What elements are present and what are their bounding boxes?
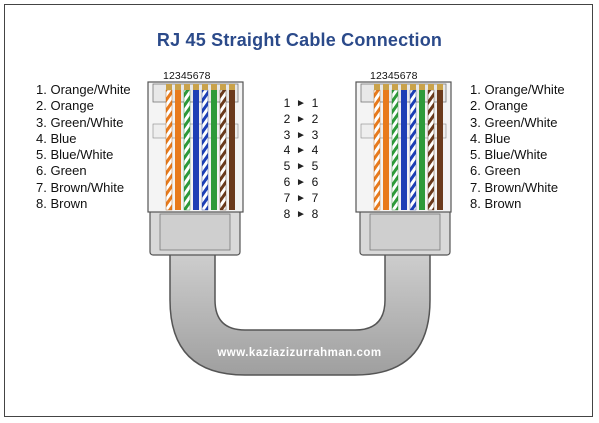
pin-to: 6: [311, 174, 319, 189]
pin-to: 5: [311, 159, 319, 174]
pin-from: 7: [283, 190, 291, 205]
pin-mapping: 1 ► 1 2 ► 2 3 ► 3 4 ► 4 5 ► 5 6 ► 6 7 ► 7 8 ► 8: [282, 96, 320, 222]
mapping-row: 7 ► 7: [282, 191, 320, 207]
arrow-right-icon: ►: [296, 208, 306, 220]
mapping-row: 5 ► 5: [282, 159, 320, 175]
legend-item: 3. Green/White: [470, 114, 558, 130]
legend-item: 7. Brown/White: [36, 179, 125, 195]
arrow-right-icon: ►: [296, 161, 306, 173]
legend-item: 3. Green/White: [36, 114, 124, 130]
right-wire-legend: 1. Orange/White 2. Orange 3. Green/White…: [470, 82, 565, 212]
arrow-right-icon: ►: [296, 98, 306, 109]
pin-from: 1: [283, 96, 291, 110]
cable-jacket: [169, 249, 431, 376]
legend-item: 5. Blue/White: [36, 147, 114, 163]
left-pin-numbers: 12345678: [163, 70, 211, 82]
legend-item: 1. Orange/White: [470, 82, 565, 97]
legend-item: 6. Green: [36, 163, 87, 179]
legend-item: 4. Blue: [36, 130, 77, 146]
pin-from: 6: [283, 174, 291, 189]
pin-to: 4: [311, 143, 319, 158]
legend-item: 4. Blue: [470, 130, 511, 146]
legend-item: 5. Blue/White: [470, 147, 548, 163]
pin-to: 8: [311, 206, 319, 221]
right-pin-numbers: 12345678: [370, 70, 418, 82]
arrow-right-icon: ►: [296, 192, 306, 204]
pin-from: 3: [283, 127, 291, 142]
pin-to: 7: [311, 190, 319, 205]
legend-item: 6. Green: [470, 163, 521, 179]
legend-item: 2. Orange: [470, 98, 528, 114]
mapping-row: 2 ► 2: [282, 112, 320, 128]
legend-item: 8. Brown: [470, 196, 522, 212]
pin-to: 1: [311, 96, 319, 110]
pin-from: 4: [283, 143, 291, 158]
right-rj45-connector: [355, 81, 452, 256]
left-rj45-connector: [147, 81, 244, 256]
diagram-title: RJ 45 Straight Cable Connection: [156, 30, 443, 50]
legend-item: 1. Orange/White: [36, 82, 131, 97]
arrow-right-icon: ►: [296, 176, 306, 188]
mapping-row: 1 ► 1: [282, 96, 320, 112]
mapping-row: 3 ► 3: [282, 128, 320, 144]
mapping-row: 6 ► 6: [282, 175, 320, 191]
pin-to: 2: [311, 111, 319, 126]
pin-to: 3: [311, 127, 319, 142]
pin-from: 5: [283, 159, 291, 174]
mapping-row: 8 ► 8: [282, 207, 320, 223]
legend-item: 7. Brown/White: [470, 179, 559, 195]
mapping-row: 4 ► 4: [282, 143, 320, 159]
legend-item: 2. Orange: [36, 98, 94, 114]
arrow-right-icon: ►: [296, 129, 306, 141]
pin-from: 2: [283, 111, 291, 126]
left-wire-legend: 1. Orange/White 2. Orange 3. Green/White…: [36, 82, 131, 212]
pin-from: 8: [283, 206, 291, 221]
arrow-right-icon: ►: [296, 113, 306, 125]
legend-item: 8. Brown: [36, 196, 88, 212]
arrow-right-icon: ►: [296, 145, 306, 157]
watermark-url: www.kaziazizurrahman.com: [217, 347, 382, 359]
